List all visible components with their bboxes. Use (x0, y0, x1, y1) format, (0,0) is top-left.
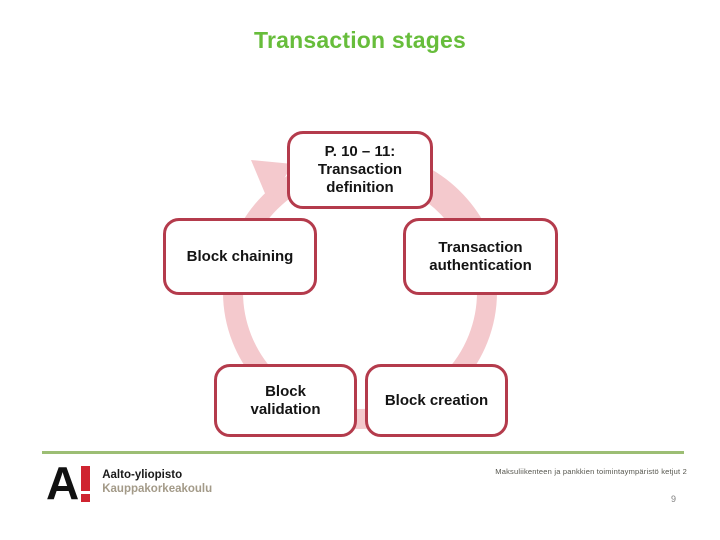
aalto-logo-text: Aalto-yliopisto Kauppakorkeakoulu (102, 468, 212, 497)
cycle-box-transaction-authentication: Transaction authentication (403, 218, 558, 295)
aalto-logo-letter-a: A (46, 457, 79, 509)
footer-course-text: Maksuliikenteen ja pankkien toimintaympä… (495, 467, 687, 476)
cycle-box-block-chaining: Block chaining (163, 218, 317, 295)
cycle-box-transaction-definition: P. 10 – 11: Transaction definition (287, 131, 433, 209)
aalto-logo-mark: A (46, 457, 91, 509)
cycle-arrowhead-icon (251, 160, 293, 203)
slide-title: Transaction stages (254, 27, 466, 53)
page-number: 9 (670, 494, 676, 504)
footer-divider-line (42, 451, 684, 454)
aalto-logo-exclamation-icon (81, 466, 91, 502)
cycle-box-block-validation: Block validation (214, 364, 357, 437)
aalto-university-logo: A Aalto-yliopisto Kauppakorkeakoulu (46, 457, 212, 509)
aalto-logo-school-name: Kauppakorkeakoulu (102, 483, 213, 496)
cycle-box-block-creation: Block creation (365, 364, 508, 437)
aalto-logo-university-name: Aalto-yliopisto (102, 469, 183, 481)
